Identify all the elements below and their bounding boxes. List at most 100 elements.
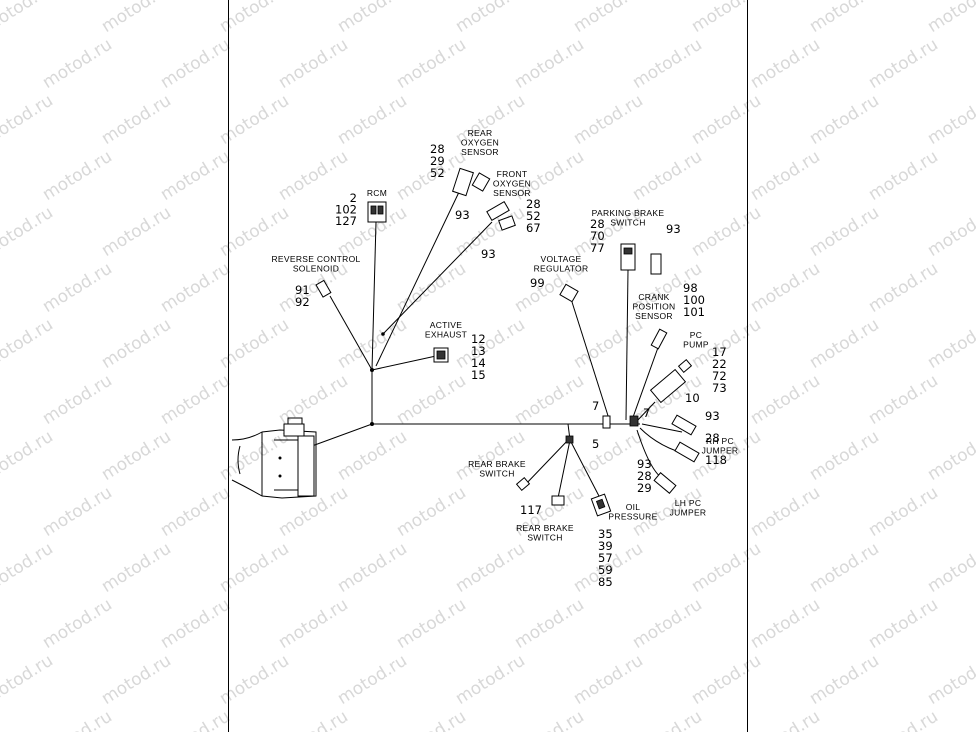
voltage-regulator-label-1: REGULATOR [534, 264, 589, 274]
branch-rear-oxygen [375, 189, 461, 367]
rear-brake-switch-2-label-1: SWITCH [527, 533, 562, 543]
rear-oxygen-sensor-label-1: OXYGEN [461, 138, 499, 148]
oil-pressure-refs-4: 85 [598, 575, 613, 589]
crank-sensor-connector [650, 328, 668, 350]
pc-pump-refs-0: 17 [712, 345, 727, 359]
rcm-label: RCM [367, 188, 387, 198]
crank-position-sensor-refs-0: 98 [683, 281, 698, 295]
lh-pc-jumper-label-0: LH PC [675, 498, 702, 508]
front-oxygen-sensor-connector [486, 200, 516, 231]
branch-pc-connector [641, 423, 683, 433]
rcm-refs-1: 102 [335, 203, 357, 217]
oil-pressure-refs-3: 59 [598, 563, 613, 577]
front-oxygen-sensor-refs-1: 52 [526, 209, 541, 223]
parking-brake-switch-label-0: PARKING BRAKE [592, 208, 665, 218]
branch-oil-pressure [569, 439, 601, 499]
rear-brake-switch-2-label-0: REAR BRAKE [516, 523, 574, 533]
active-exhaust-refs-3: 15 [471, 368, 486, 382]
oil-pressure-label-0: OIL [626, 502, 641, 512]
reverse-control-solenoid-refs-0: 91 [295, 283, 310, 297]
lh-pc-jumper-refs-0: 93 [637, 457, 652, 471]
crank-position-sensor-label-0: CRANK [638, 292, 669, 302]
parking-brake-switch-extra: 93 [666, 222, 681, 236]
voltage-regulator-refs: 99 [530, 276, 545, 290]
front-oxygen-sensor-refs-0: 28 [526, 197, 541, 211]
rcm-connector [367, 201, 387, 223]
lh-pc-jumper-connector [653, 472, 677, 494]
parking-brake-switch-refs-2: 77 [590, 241, 605, 255]
active-exhaust-refs-2: 14 [471, 356, 486, 370]
harness-wires [311, 189, 691, 499]
rh-pc-jumper-refs-2: 118 [705, 453, 727, 467]
voltage-regulator-label-0: VOLTAGE [541, 254, 582, 264]
rcm-refs-2: 127 [335, 214, 357, 228]
front-oxygen-sensor-extra: 93 [481, 247, 496, 261]
front-oxygen-sensor-label-0: FRONT [497, 169, 528, 179]
clip-5-ref: 5 [592, 437, 599, 451]
crank-position-sensor-label-2: SENSOR [635, 311, 673, 321]
parking-brake-switch-label-1: SWITCH [610, 218, 645, 228]
oil-pressure-switch [590, 493, 612, 517]
branch-parking-brake [625, 269, 629, 421]
rh-pc-jumper-connectors [671, 414, 700, 463]
rear-brake-switch-1-label-0: REAR BRAKE [468, 459, 526, 469]
pc-pump-refs-3: 73 [712, 381, 727, 395]
rh-pc-jumper-label-1: JUMPER [702, 446, 739, 456]
crank-position-sensor-label-1: POSITION [632, 302, 675, 312]
diagram-page [228, 0, 748, 732]
rh-pc-jumper-refs-0: 93 [705, 409, 720, 423]
rear-oxygen-sensor-label-0: REAR [468, 128, 493, 138]
callout-labels: RCM2102127REAROXYGENSENSOR28295293FRONTO… [271, 128, 738, 589]
rear-oxygen-sensor-label-2: SENSOR [461, 147, 499, 157]
reverse-solenoid-connector [315, 279, 332, 298]
crank-position-sensor-refs-2: 101 [683, 305, 705, 319]
pc-pump-extra: 10 [685, 391, 700, 405]
oil-pressure-refs-0: 35 [598, 527, 613, 541]
pc-pump [649, 359, 693, 404]
front-oxygen-sensor-refs-2: 67 [526, 221, 541, 235]
branch-front-oxygen [382, 221, 493, 335]
pc-pump-label-0: PC [690, 330, 702, 340]
rear-oxygen-sensor-refs-2: 52 [430, 166, 445, 180]
front-oxygen-sensor-label-2: SENSOR [493, 188, 531, 198]
rear-brake-switch-connectors [515, 477, 565, 506]
branch-rear-brake-1 [523, 437, 571, 487]
oil-pressure-refs-2: 57 [598, 551, 613, 565]
clip-7b-ref: 7 [643, 406, 650, 420]
branch-rear-brake-2 [557, 439, 571, 499]
rear-oxygen-sensor-extra: 93 [455, 208, 470, 222]
active-exhaust-connector [433, 347, 449, 363]
pc-pump-refs-1: 22 [712, 357, 727, 371]
active-exhaust-refs-1: 13 [471, 344, 486, 358]
rear-brake-switch-1-label-1: SWITCH [479, 469, 514, 479]
branch-pc-pump [635, 401, 656, 423]
parking-brake-switch-refs-0: 28 [590, 217, 605, 231]
clip-7a-ref: 7 [592, 399, 599, 413]
branch-rcm [371, 221, 377, 371]
voltage-regulator-connector [559, 283, 579, 303]
active-exhaust-label-0: ACTIVE [430, 320, 463, 330]
lh-pc-jumper-refs-1: 28 [637, 469, 652, 483]
rh-pc-jumper-refs-1: 28 [705, 431, 720, 445]
reverse-control-solenoid-label-1: SOLENOID [293, 264, 339, 274]
active-exhaust-refs-0: 12 [471, 332, 486, 346]
front-oxygen-sensor-label-1: OXYGEN [493, 179, 531, 189]
oil-pressure-label-1: PRESSURE [608, 512, 657, 522]
rear-oxygen-sensor-refs-0: 28 [430, 142, 445, 156]
rcm-refs-0: 2 [350, 191, 357, 205]
pc-pump-label-1: PUMP [683, 340, 709, 350]
rear-oxygen-sensor-refs-1: 29 [430, 154, 445, 168]
branch-active-exhaust [371, 355, 437, 371]
reverse-control-solenoid-label-0: REVERSE CONTROL [271, 254, 360, 264]
branch-voltage-regulator [571, 301, 611, 423]
clip-parts [565, 415, 639, 444]
parking-brake-switch [620, 243, 662, 275]
rear-oxygen-sensor-connector [452, 167, 491, 197]
parking-brake-switch-refs-1: 70 [590, 229, 605, 243]
lh-pc-jumper-refs-2: 29 [637, 481, 652, 495]
active-exhaust-label-1: EXHAUST [425, 330, 467, 340]
reverse-control-solenoid-refs-1: 92 [295, 295, 310, 309]
main-trunk-wire [311, 423, 640, 447]
rh-pc-jumper-label-0: RH PC [706, 436, 734, 446]
